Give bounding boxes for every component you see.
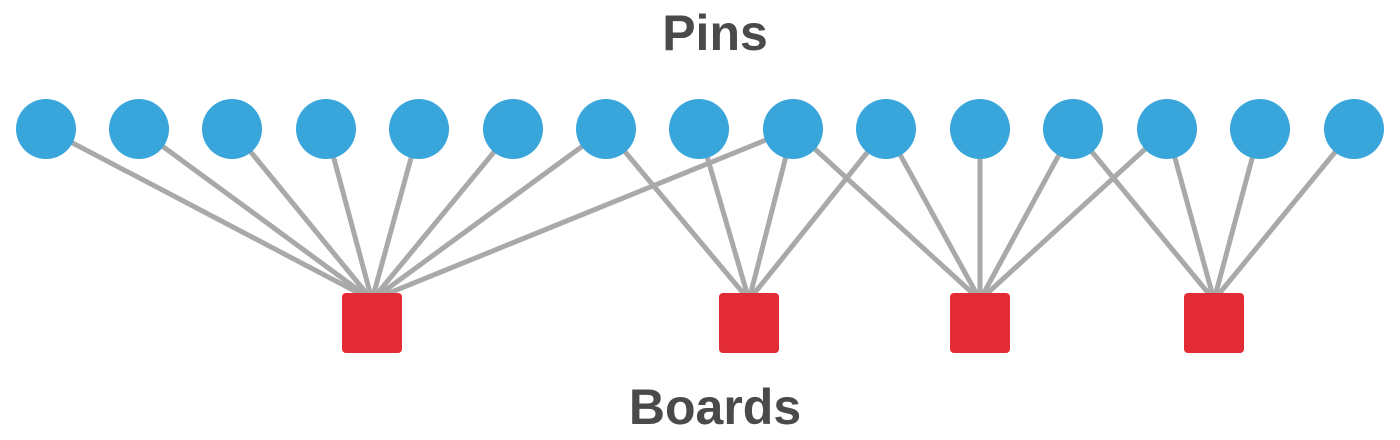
edge-pin-9-board-3 bbox=[791, 127, 982, 302]
pin-3-node bbox=[202, 99, 262, 159]
edge-pin-6-board-1 bbox=[370, 127, 515, 302]
pin-9-node bbox=[763, 99, 823, 159]
edge-pin-15-board-4 bbox=[1212, 127, 1356, 302]
edge-pin-3-board-1 bbox=[230, 127, 374, 302]
edge-pin-2-board-1 bbox=[137, 126, 374, 303]
pin-6-node bbox=[483, 99, 543, 159]
board-3-node bbox=[950, 293, 1010, 353]
pin-8-node bbox=[669, 99, 729, 159]
pin-10-node bbox=[856, 99, 916, 159]
edge-pin-9-board-1 bbox=[371, 126, 794, 303]
edge-pin-1-board-1 bbox=[44, 126, 374, 303]
pin-14-node bbox=[1230, 99, 1290, 159]
edge-pin-7-board-1 bbox=[370, 126, 608, 303]
pins-layer bbox=[16, 99, 1384, 159]
pin-2-node bbox=[109, 99, 169, 159]
edge-pin-13-board-3 bbox=[978, 127, 1169, 302]
edge-pin-10-board-3 bbox=[883, 127, 983, 302]
pin-4-node bbox=[296, 99, 356, 159]
pins-heading: Pins bbox=[662, 5, 768, 61]
boards-layer bbox=[342, 293, 1244, 353]
edge-pin-12-board-3 bbox=[977, 127, 1076, 302]
pin-1-node bbox=[16, 99, 76, 159]
pin-5-node bbox=[389, 99, 449, 159]
edge-pin-12-board-4 bbox=[1071, 127, 1216, 302]
pin-11-node bbox=[950, 99, 1010, 159]
board-2-node bbox=[719, 293, 779, 353]
edge-pin-7-board-2 bbox=[604, 127, 751, 302]
boards-heading: Boards bbox=[629, 379, 801, 435]
pin-13-node bbox=[1137, 99, 1197, 159]
edge-pin-10-board-2 bbox=[747, 127, 888, 302]
board-1-node bbox=[342, 293, 402, 353]
pin-7-node bbox=[576, 99, 636, 159]
board-4-node bbox=[1184, 293, 1244, 353]
pin-12-node bbox=[1043, 99, 1103, 159]
pin-15-node bbox=[1324, 99, 1384, 159]
